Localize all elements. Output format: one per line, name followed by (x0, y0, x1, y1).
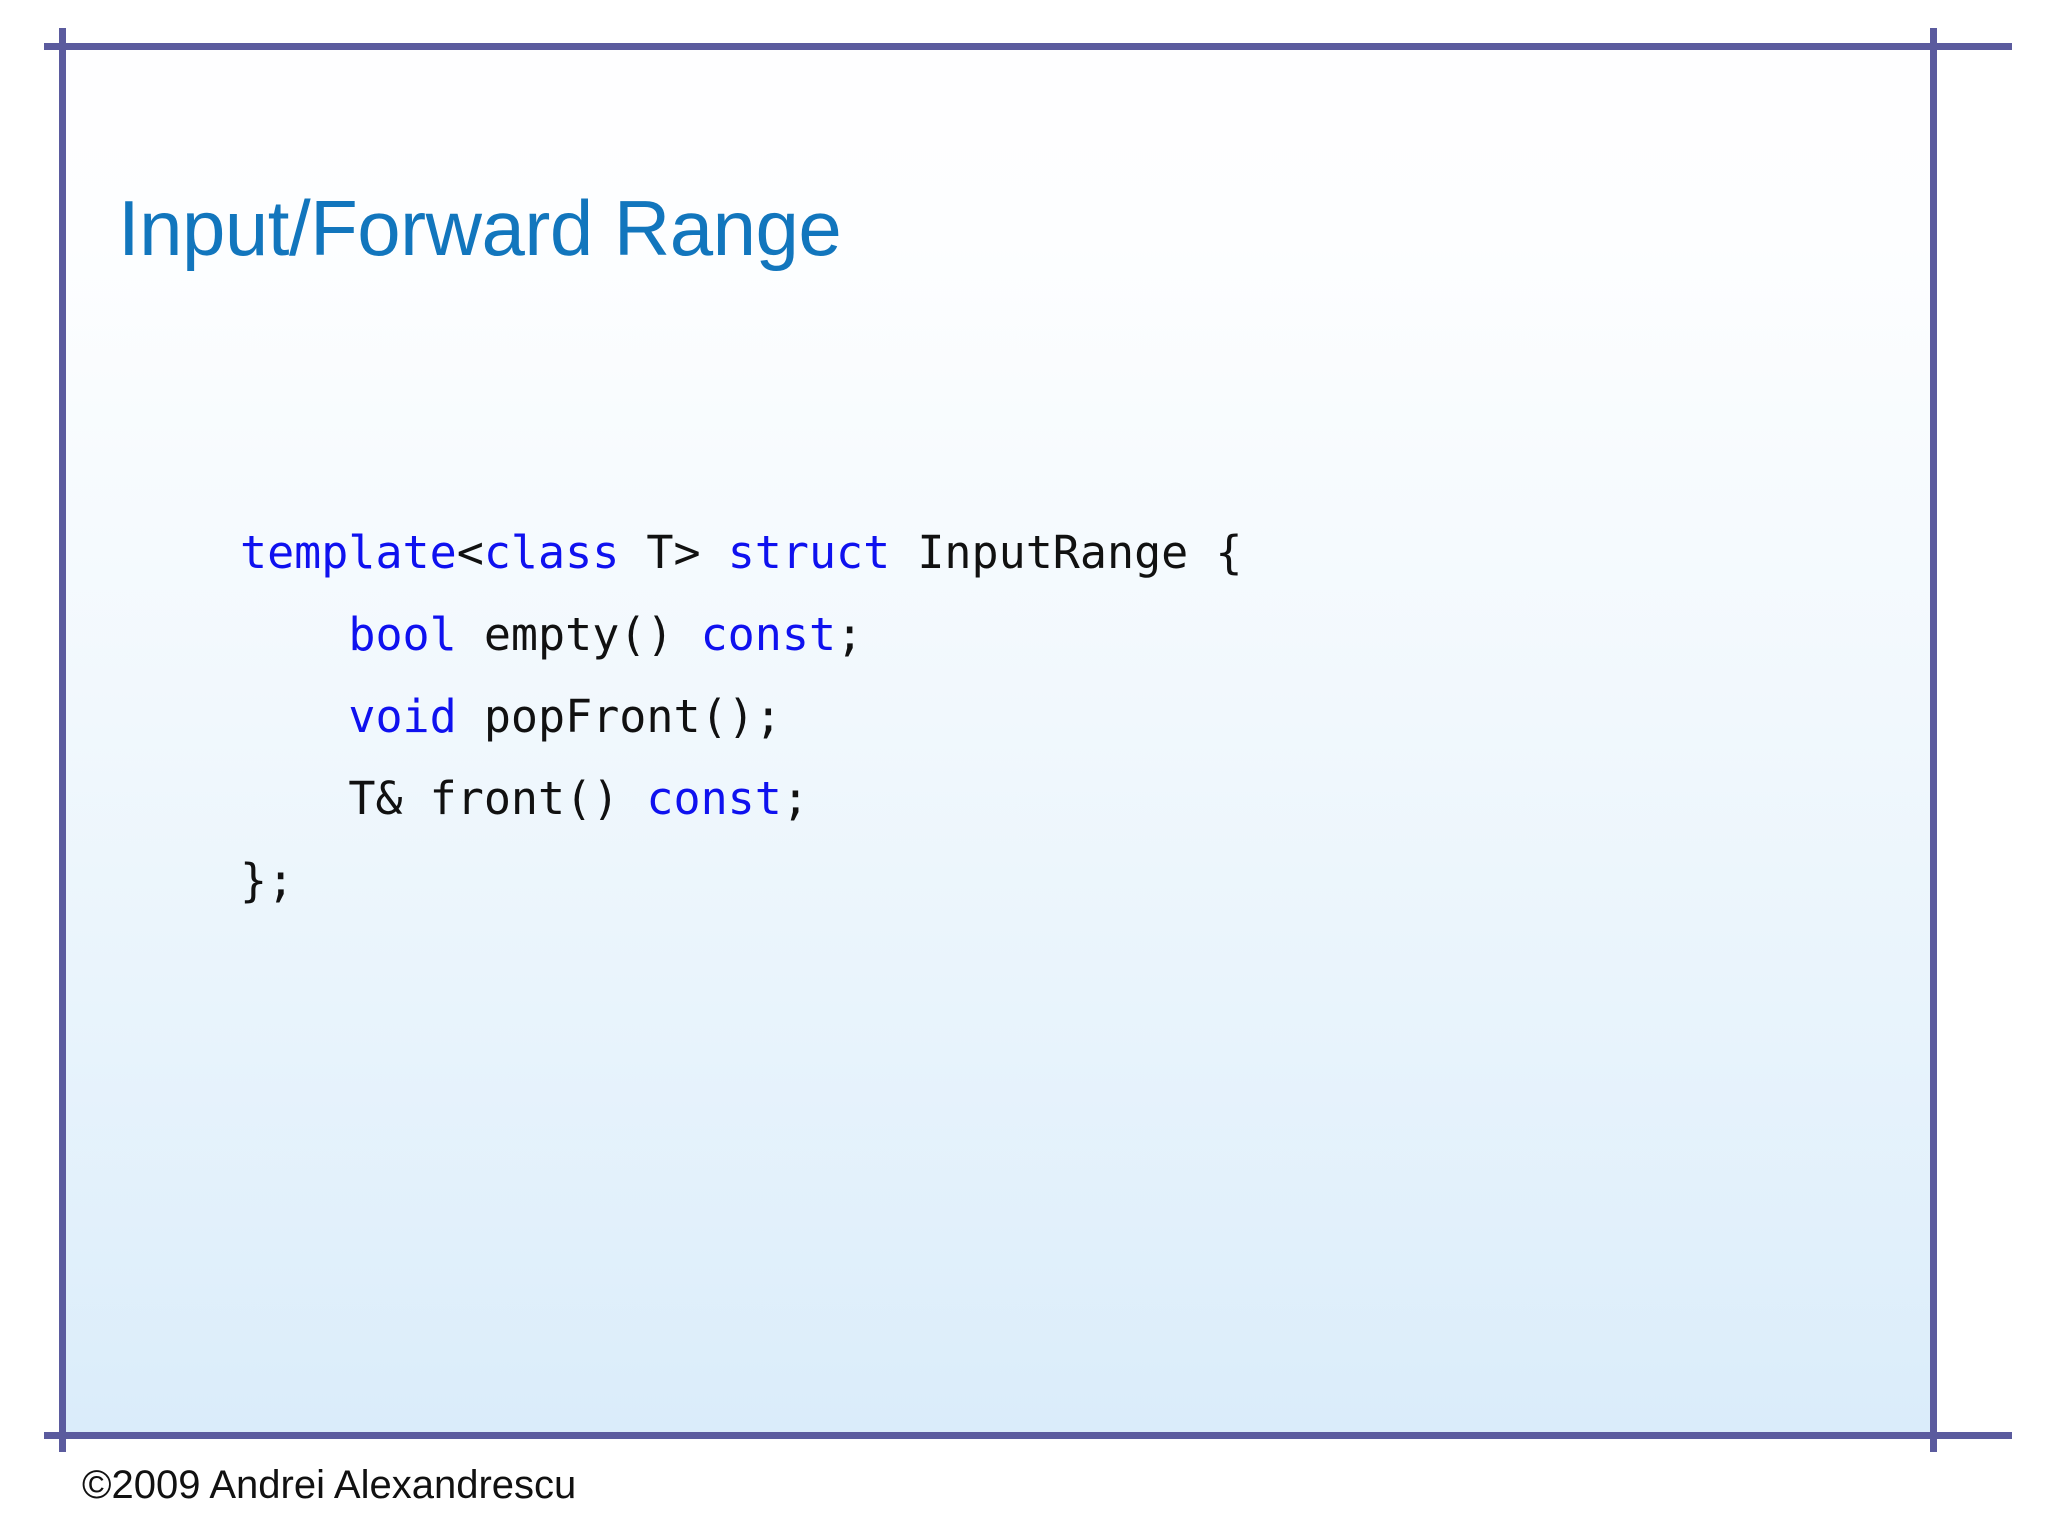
code-identifier-token: < (456, 526, 484, 579)
code-indent (240, 690, 348, 743)
code-line: T& front() const; (240, 758, 1242, 840)
code-identifier-token: ; (836, 608, 864, 661)
code-keyword-token: class (483, 526, 620, 579)
code-identifier-token: InputRange { (890, 526, 1243, 579)
code-line: void popFront(); (240, 676, 1242, 758)
frame-border-top-line (44, 43, 2012, 50)
code-identifier-token: popFront(); (456, 690, 782, 743)
frame-border-left-line (59, 28, 66, 1452)
code-identifier-token: }; (240, 854, 295, 907)
code-identifier-token: T& front() (348, 772, 647, 825)
slide-content-panel (62, 46, 1935, 1436)
footer-copyright: ©2009 Andrei Alexandrescu (82, 1463, 577, 1507)
code-keyword-token: struct (727, 526, 891, 579)
code-line: }; (240, 840, 1242, 922)
code-line: template<class T> struct InputRange { (240, 512, 1242, 594)
code-keyword-token: void (348, 690, 457, 743)
code-keyword-token: template (240, 526, 457, 579)
code-keyword-token: const (700, 608, 837, 661)
code-indent (240, 608, 348, 661)
code-block: template<class T> struct InputRange { bo… (240, 512, 1242, 922)
code-identifier-token: T> (619, 526, 728, 579)
frame-border-right-line (1930, 28, 1937, 1452)
code-keyword-token: const (646, 772, 782, 825)
code-indent (240, 772, 348, 825)
code-line: bool empty() const; (240, 594, 1242, 676)
code-identifier-token: ; (781, 772, 809, 825)
code-identifier-token: empty() (456, 608, 701, 661)
slide-title: Input/Forward Range (118, 184, 842, 273)
frame-border-bottom-line (44, 1432, 2012, 1439)
code-keyword-token: bool (348, 608, 457, 661)
